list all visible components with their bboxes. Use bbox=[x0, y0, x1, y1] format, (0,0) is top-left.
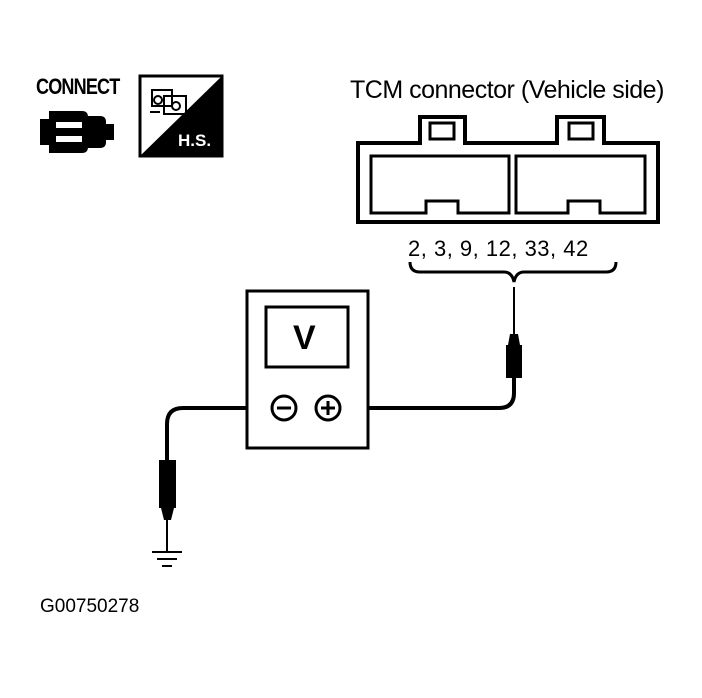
voltmeter-display bbox=[264, 305, 350, 369]
pin-numbers: 2, 3, 9, 12, 33, 42 bbox=[408, 236, 589, 261]
voltmeter-unit-label: V bbox=[293, 319, 316, 357]
positive-probe bbox=[345, 287, 522, 410]
figure-id: G00750278 bbox=[40, 596, 140, 617]
harness-side-icon: H.S. bbox=[138, 74, 224, 158]
pin-bracket bbox=[408, 261, 618, 283]
negative-probe bbox=[159, 406, 270, 552]
connector-title: TCM connector (Vehicle side) bbox=[350, 76, 664, 104]
minus-terminal-icon bbox=[270, 394, 298, 422]
plus-terminal-icon bbox=[314, 394, 342, 422]
harness-side-text: H.S. bbox=[178, 131, 211, 150]
voltmeter bbox=[245, 289, 370, 450]
ground-symbol-icon bbox=[152, 551, 182, 567]
connector-plug-icon bbox=[40, 111, 114, 153]
tcm-connector-shape bbox=[356, 115, 660, 224]
connect-label: CONNECT bbox=[36, 74, 120, 99]
